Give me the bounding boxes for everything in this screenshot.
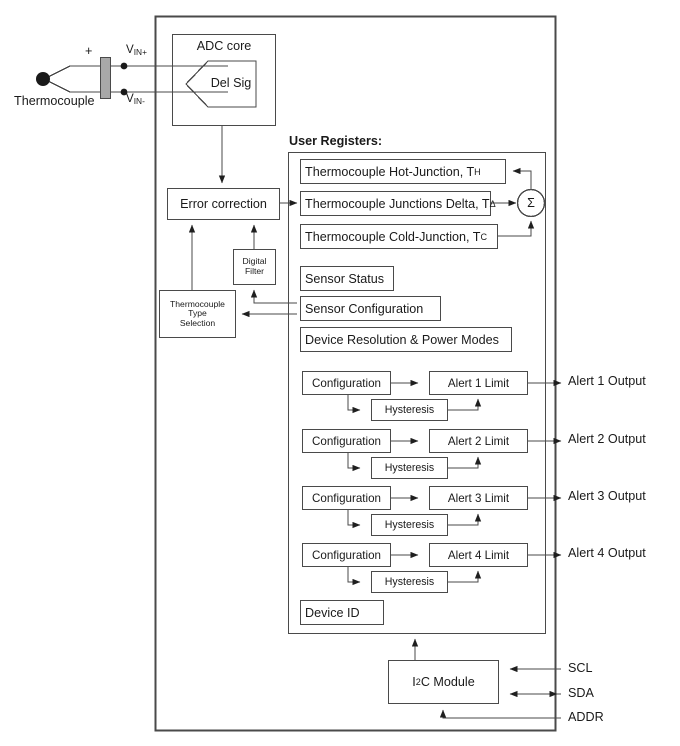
digital-filter-label: Digital Filter xyxy=(242,256,267,276)
thermocouple-label: Thermocouple xyxy=(14,94,95,108)
error-correction-box xyxy=(166,187,281,221)
digital-filter-box xyxy=(232,248,277,286)
vin-plus-label: VIN+ xyxy=(126,43,147,57)
adc-core-title: ADC core xyxy=(196,39,252,53)
alert-4-configuration-label: Configuration xyxy=(312,548,381,562)
wire-cold-junction-to-sum xyxy=(497,220,535,237)
register-box-device-id xyxy=(299,599,385,626)
alert-1-wire-hyst-to-limit xyxy=(447,398,482,411)
vin-plus-node-dot xyxy=(120,62,128,70)
summing-node-circle xyxy=(516,188,546,218)
alert-2-output-label: Alert 2 Output xyxy=(568,432,646,446)
type-selection-box xyxy=(158,289,237,339)
type-selection-label: Thermocouple Type Selection xyxy=(170,298,225,328)
register-box-device-resolution xyxy=(299,326,513,353)
alert-3-wire-hyst-to-limit xyxy=(447,513,482,526)
thermocouple-wire-minus xyxy=(45,79,101,93)
register-label-device-resolution: Device Resolution & Power Modes xyxy=(305,332,499,347)
alert-1-output-label: Alert 1 Output xyxy=(568,374,646,388)
alert-2-wire-hyst-to-limit xyxy=(447,456,482,469)
polarity-plus-label: + xyxy=(85,44,93,58)
scl-pin-label: SCL xyxy=(568,661,593,675)
vin-minus-node-dot xyxy=(120,88,128,96)
register-label-sensor-configuration: Sensor Configuration xyxy=(305,301,424,316)
alert-2-limit-label: Alert 2 Limit xyxy=(447,434,510,448)
alert-3-configuration-label: Configuration xyxy=(312,491,381,505)
alert-4-limit-label: Alert 4 Limit xyxy=(447,548,510,562)
alert-3-hysteresis-label: Hysteresis xyxy=(384,519,435,531)
alert-1-limit-label: Alert 1 Limit xyxy=(447,376,510,390)
alert-4-wire-hyst-to-limit xyxy=(447,570,482,583)
adc-core-box xyxy=(171,33,277,127)
error-correction-label: Error correction xyxy=(180,197,267,211)
thermocouple-connector xyxy=(99,56,112,100)
chip-boundary xyxy=(154,15,557,732)
alert-2-configuration-label: Configuration xyxy=(312,434,381,448)
register-box-sensor-configuration xyxy=(299,295,442,322)
register-label-sensor-status: Sensor Status xyxy=(305,271,385,286)
wire-sum-to-hot-junction xyxy=(512,167,532,189)
alert-4-hysteresis-label: Hysteresis xyxy=(384,576,435,588)
del-sig-shape xyxy=(185,60,257,108)
wire-addr-to-i2c xyxy=(439,709,561,719)
summing-node-label: Σ xyxy=(527,196,535,210)
register-label-device-id: Device ID xyxy=(305,605,360,620)
vin-minus-label: VIN- xyxy=(126,92,145,106)
alert-1-wire-config-to-hyst xyxy=(347,394,361,414)
user-registers-heading: User Registers: xyxy=(289,134,383,148)
thermocouple-tip-dot xyxy=(36,72,50,86)
thermocouple-wire-plus xyxy=(45,65,101,79)
wire-sensorcfg-to-filter xyxy=(250,289,297,304)
sda-pin-label: SDA xyxy=(568,686,594,700)
alert-4-wire-config-to-hyst xyxy=(347,566,361,586)
alert-1-hysteresis-label: Hysteresis xyxy=(384,404,435,416)
alert-2-hysteresis-label: Hysteresis xyxy=(384,462,435,474)
alert-3-output-label: Alert 3 Output xyxy=(568,489,646,503)
user-registers-panel xyxy=(287,151,547,635)
alert-2-wire-config-to-hyst xyxy=(347,452,361,472)
junction-dots xyxy=(36,62,128,96)
alert-3-limit-label: Alert 3 Limit xyxy=(447,491,510,505)
alert-4-output-label: Alert 4 Output xyxy=(568,546,646,560)
alert-3-wire-config-to-hyst xyxy=(347,509,361,529)
register-box-hot-junction xyxy=(299,158,507,185)
i2c-module-box xyxy=(387,659,500,705)
del-sig-label: Del Sig xyxy=(210,76,252,90)
addr-pin-label: ADDR xyxy=(568,710,604,724)
register-box-sensor-status xyxy=(299,265,395,292)
alert-1-configuration-label: Configuration xyxy=(312,376,381,390)
